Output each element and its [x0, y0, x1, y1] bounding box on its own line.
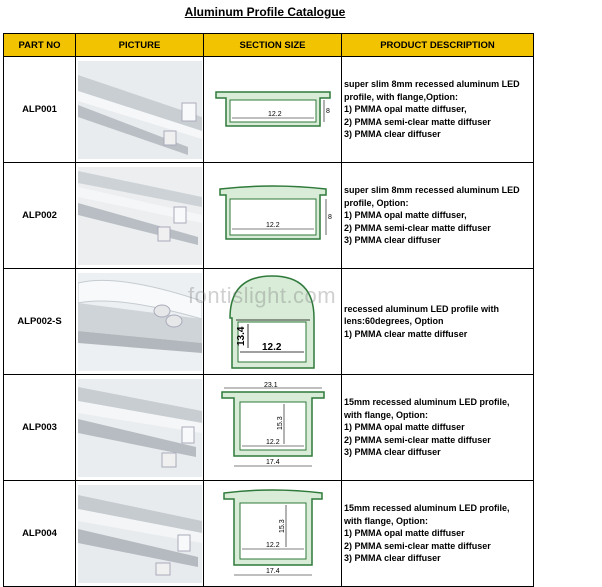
dimension-width: 12.2	[266, 222, 280, 229]
description-line: profile, Option:	[344, 197, 409, 208]
section-drawing-cell: 23.1 12.2 15.3 17.4	[203, 374, 342, 481]
description-line: 3) PMMA clear diffuser	[344, 235, 441, 246]
part-number: ALP001	[3, 56, 76, 163]
dimension-base: 17.4	[266, 568, 280, 575]
description-line: 3) PMMA clear diffuser	[344, 447, 441, 458]
dimension-width: 12.2	[266, 439, 280, 446]
product-description: 15mm recessed aluminum LED profile, with…	[341, 374, 534, 481]
section-drawing-cell: 12.2 8	[203, 56, 342, 163]
header-part-no: PART NO	[3, 33, 76, 57]
table-row: ALP002 12.2 8 super slim 8mm recess	[3, 162, 534, 269]
catalogue-title: Aluminum Profile Catalogue	[184, 5, 346, 19]
description-line: super slim 8mm recessed aluminum LED	[344, 185, 520, 196]
description-line: recessed aluminum LED profile with	[344, 303, 500, 314]
dimension-height: 8	[326, 108, 330, 115]
header-product-description: PRODUCT DESCRIPTION	[341, 33, 534, 57]
product-photo	[77, 166, 202, 265]
section-drawing-cell: 12.2 15.3 17.4	[203, 480, 342, 587]
header-picture: PICTURE	[75, 33, 204, 57]
product-photo-cell	[75, 480, 204, 587]
product-description: super slim 8mm recessed aluminum LED pro…	[341, 56, 534, 163]
product-photo	[77, 60, 202, 159]
header-section-size: SECTION SIZE	[203, 33, 342, 57]
description-line: super slim 8mm recessed aluminum LED	[344, 79, 520, 90]
part-number: ALP002-S	[3, 268, 76, 375]
product-description: super slim 8mm recessed aluminum LED pro…	[341, 162, 534, 269]
header-row: PART NO PICTURE SECTION SIZE PRODUCT DES…	[3, 33, 534, 57]
dimension-width: 12.2	[262, 342, 282, 353]
product-photo	[77, 378, 202, 477]
product-photo-cell	[75, 374, 204, 481]
description-line: 2) PMMA semi-clear matte diffuser	[344, 222, 491, 233]
product-description: recessed aluminum LED profile with lens:…	[341, 268, 534, 375]
description-line: 1) PMMA opal matte diffuser	[344, 528, 465, 539]
table-row: ALP004 12.2 15.3 17.4	[3, 480, 534, 587]
product-photo-cell	[75, 268, 204, 375]
description-line: 1) PMMA opal matte diffuser,	[344, 210, 467, 221]
dimension-height: 15.3	[279, 519, 286, 533]
section-drawing: 12.2 8	[218, 184, 332, 240]
description-line: 2) PMMA semi-clear matte diffuser	[344, 116, 491, 127]
dimension-flange: 23.1	[264, 382, 278, 389]
dimension-height: 15.3	[277, 416, 284, 430]
part-number: ALP004	[3, 480, 76, 587]
product-photo-cell	[75, 162, 204, 269]
part-number: ALP003	[3, 374, 76, 481]
section-drawing-cell: 12.2 8	[203, 162, 342, 269]
table-row: ALP003 23.1 12.2 15.3 17	[3, 374, 534, 481]
description-line: 15mm recessed aluminum LED profile,	[344, 397, 510, 408]
dimension-width: 12.2	[268, 111, 282, 118]
description-line: lens:60degrees, Option	[344, 316, 444, 327]
description-line: profile, with flange,Option:	[344, 91, 458, 102]
product-photo	[77, 484, 202, 583]
product-photo	[77, 272, 202, 371]
description-line: 1) PMMA opal matte diffuser	[344, 422, 465, 433]
description-line: 15mm recessed aluminum LED profile,	[344, 503, 510, 514]
description-line: 2) PMMA semi-clear matte diffuser	[344, 434, 491, 445]
dimension-base: 17.4	[266, 459, 280, 466]
section-drawing: 12.2 13.4	[228, 274, 315, 369]
description-line: 2) PMMA semi-clear matte diffuser	[344, 540, 491, 551]
watermark: fontislight.com	[188, 283, 337, 308]
description-line: with flange, Option:	[344, 515, 428, 526]
part-number: ALP002	[3, 162, 76, 269]
description-line: with flange, Option:	[344, 409, 428, 420]
dimension-width: 12.2	[266, 542, 280, 549]
description-line: 3) PMMA clear diffuser	[344, 553, 441, 564]
product-description: 15mm recessed aluminum LED profile, with…	[341, 480, 534, 587]
dimension-height: 8	[328, 214, 332, 221]
section-drawing: 23.1 12.2 15.3 17.4	[220, 382, 325, 466]
catalogue-table: PART NO PICTURE SECTION SIZE PRODUCT DES…	[3, 33, 534, 587]
description-line: 3) PMMA clear diffuser	[344, 129, 441, 140]
table-row: ALP001 12.2 8 super slim 8mm recess	[3, 56, 534, 163]
description-line: 1) PMMA clear matte diffuser	[344, 328, 468, 339]
product-photo-cell	[75, 56, 204, 163]
description-line: 1) PMMA opal matte diffuser,	[344, 104, 467, 115]
section-drawing: 12.2 15.3 17.4	[222, 488, 323, 575]
section-drawing: 12.2 8	[214, 90, 331, 127]
dimension-height: 13.4	[236, 326, 247, 346]
